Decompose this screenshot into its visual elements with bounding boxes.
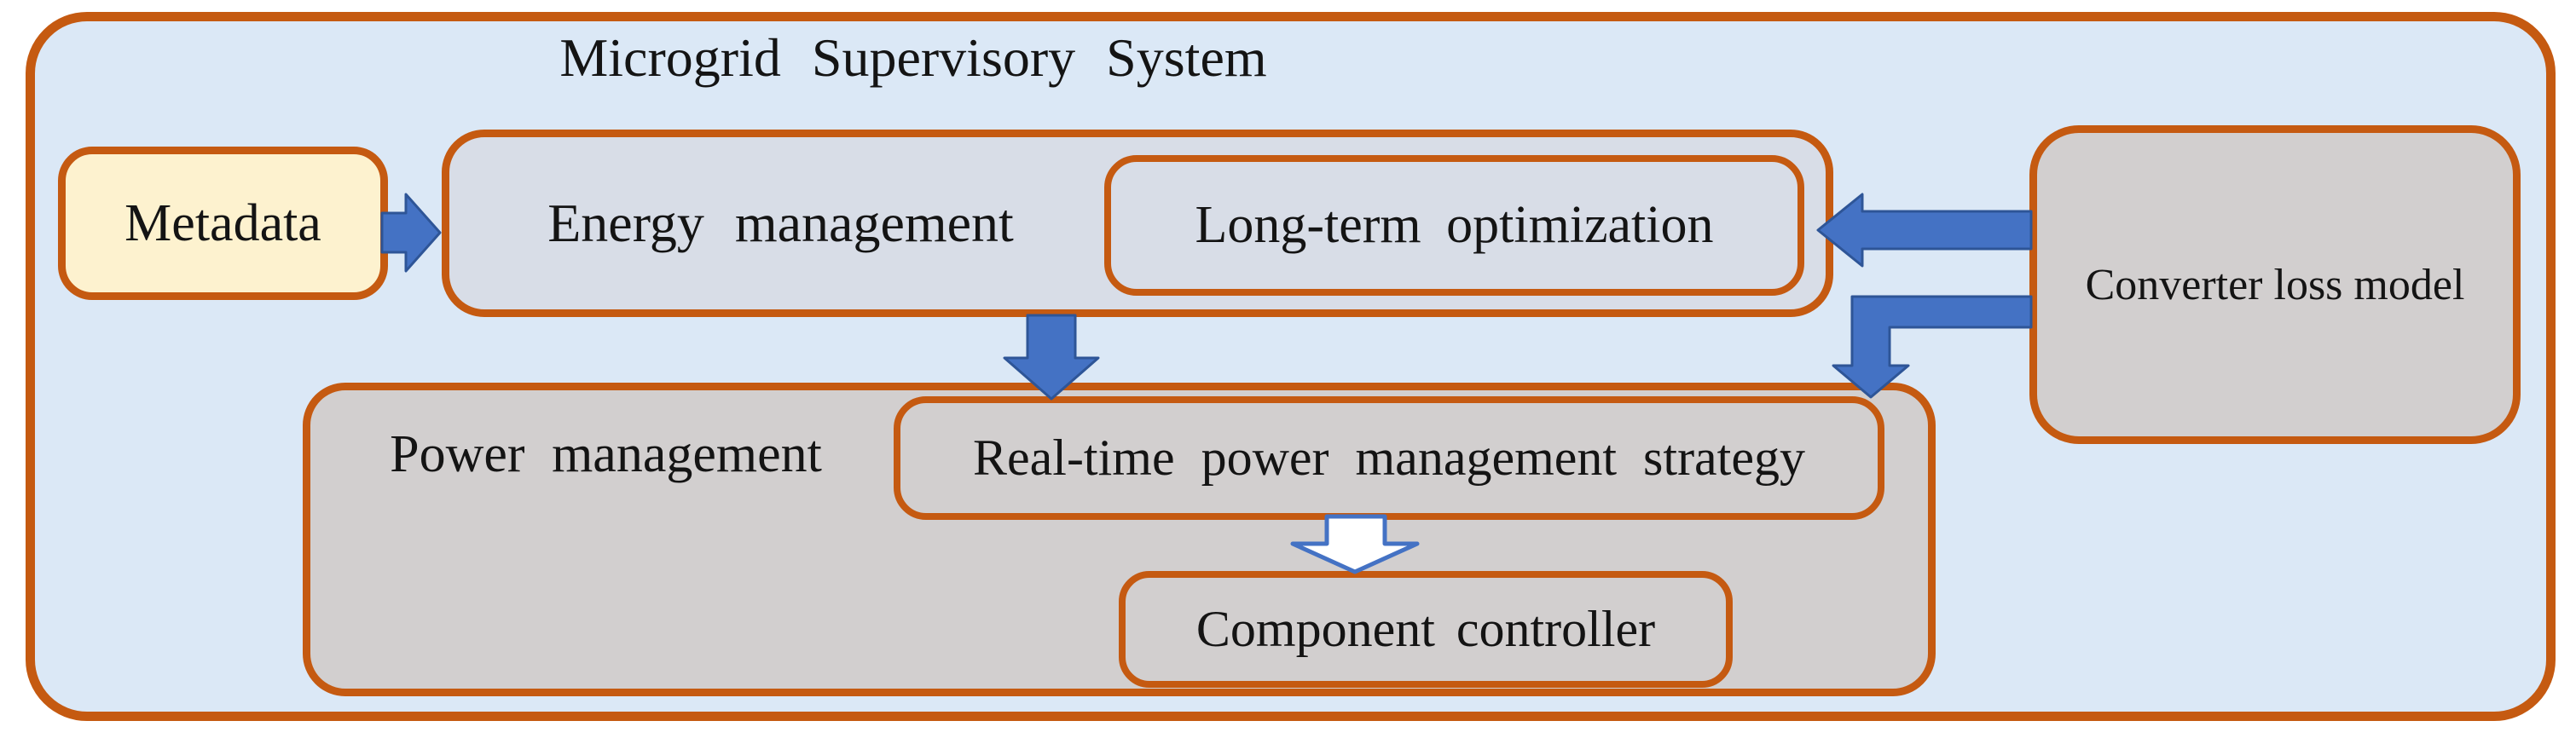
converter-loss-model-box: Converter loss model [2029, 125, 2521, 444]
component-controller-box: Component controller [1119, 571, 1733, 688]
real-time-strategy-label: Real-time power management strategy [973, 430, 1805, 486]
long-term-optimization-label: Long-term optimization [1195, 196, 1714, 254]
real-time-strategy-box: Real-time power management strategy [894, 396, 1884, 520]
energy-management-label: Energy management [547, 193, 1014, 253]
converter-loss-model-label: Converter loss model [2085, 260, 2465, 309]
power-management-label: Power management [390, 424, 822, 483]
metadata-label: Metadata [124, 193, 321, 252]
metadata-box: Metadata [58, 147, 388, 300]
diagram-title: Microgrid Supervisory System [559, 27, 1267, 88]
component-controller-label: Component controller [1195, 601, 1656, 657]
long-term-optimization-box: Long-term optimization [1104, 155, 1804, 296]
